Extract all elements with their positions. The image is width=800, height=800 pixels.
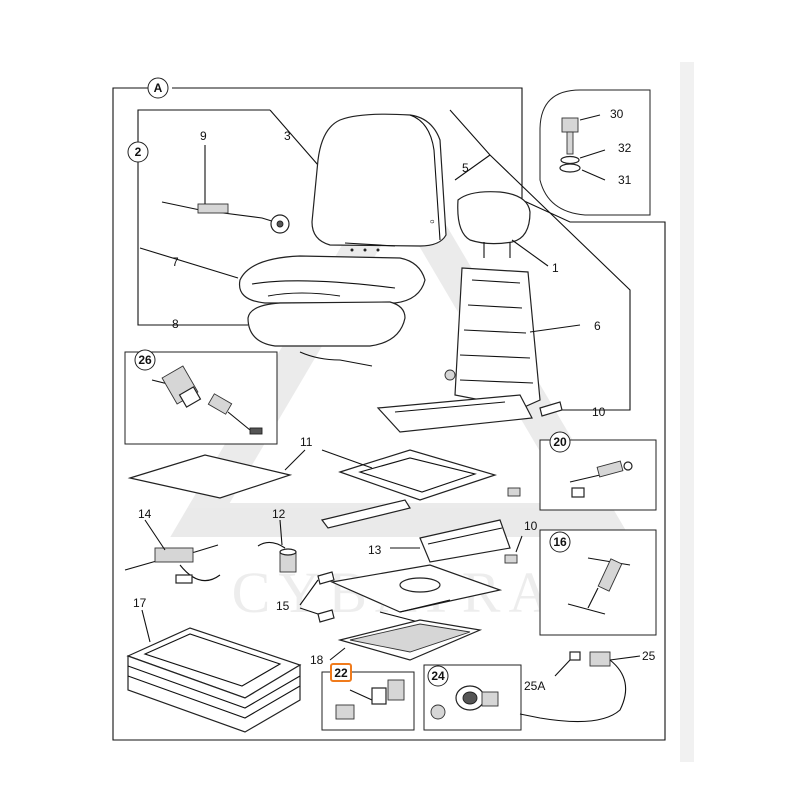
callout-circle-2 bbox=[127, 141, 149, 163]
callout-22: 22 bbox=[334, 666, 348, 680]
callout-14: 14 bbox=[138, 507, 152, 521]
callout-2: 2 bbox=[135, 145, 142, 159]
callout-11: 11 bbox=[300, 435, 313, 449]
seat-cushion bbox=[238, 255, 426, 304]
callout-20: 20 bbox=[553, 435, 567, 449]
callout-24: 24 bbox=[431, 669, 445, 683]
headrest bbox=[457, 191, 531, 258]
callout-5: 5 bbox=[462, 161, 469, 175]
callout-25A: 25A bbox=[524, 679, 545, 693]
base-tray bbox=[126, 627, 302, 733]
callout-10-lower: 10 bbox=[524, 519, 538, 533]
knob-24 bbox=[430, 685, 499, 720]
callout-10-upper: 10 bbox=[592, 405, 606, 419]
cable-25 bbox=[519, 651, 627, 723]
gas-spring-20 bbox=[569, 460, 633, 498]
callout-18: 18 bbox=[310, 653, 324, 667]
callout-8: 8 bbox=[172, 317, 179, 331]
callout-1: 1 bbox=[552, 261, 559, 275]
seat-foam bbox=[247, 301, 406, 367]
callout-labels: 3 9 5 1 7 8 6 10 11 12 14 13 10 15 17 18… bbox=[133, 107, 656, 693]
callout-15: 15 bbox=[276, 599, 290, 613]
part-10-block-lower bbox=[504, 554, 518, 564]
gas-strut-16 bbox=[567, 557, 631, 615]
callout-32: 32 bbox=[618, 141, 632, 155]
callout-6: 6 bbox=[594, 319, 601, 333]
callout-9: 9 bbox=[200, 129, 207, 143]
slide-rail bbox=[320, 499, 511, 563]
callout-31: 31 bbox=[618, 173, 632, 187]
callout-17: 17 bbox=[133, 596, 147, 610]
callout-3: 3 bbox=[284, 129, 291, 143]
backrest: o bbox=[311, 113, 447, 252]
svg-text:o: o bbox=[428, 219, 436, 224]
callout-25: 25 bbox=[642, 649, 656, 663]
suspension-unit bbox=[329, 564, 503, 661]
page-edge-strip bbox=[680, 62, 694, 762]
callout-7: 7 bbox=[172, 255, 179, 269]
callout-circle-A bbox=[147, 77, 169, 99]
callout-16: 16 bbox=[553, 535, 567, 549]
callout-highlight-22 bbox=[330, 663, 352, 682]
cable-part-9 bbox=[161, 201, 290, 234]
clip-15-upper bbox=[317, 571, 335, 585]
callout-13: 13 bbox=[368, 543, 382, 557]
callout-12: 12 bbox=[272, 507, 286, 521]
part-10-clip bbox=[539, 401, 563, 417]
latch-22 bbox=[335, 679, 405, 720]
assembly-frame bbox=[112, 87, 666, 741]
hardware-detail-box bbox=[539, 89, 651, 216]
part-10-block-upper bbox=[507, 487, 521, 497]
bracket-2 bbox=[137, 109, 248, 326]
sensor-14 bbox=[124, 544, 221, 584]
switch-assembly-26 bbox=[151, 365, 263, 435]
bracket-6 bbox=[449, 109, 631, 411]
switch-12 bbox=[257, 541, 297, 573]
callout-26: 26 bbox=[138, 353, 152, 367]
backrest-frame bbox=[376, 267, 541, 433]
seat-plates bbox=[127, 449, 498, 501]
clip-15-lower bbox=[317, 609, 335, 623]
assembly-marker-label: A bbox=[154, 81, 163, 95]
callout-30: 30 bbox=[610, 107, 624, 121]
